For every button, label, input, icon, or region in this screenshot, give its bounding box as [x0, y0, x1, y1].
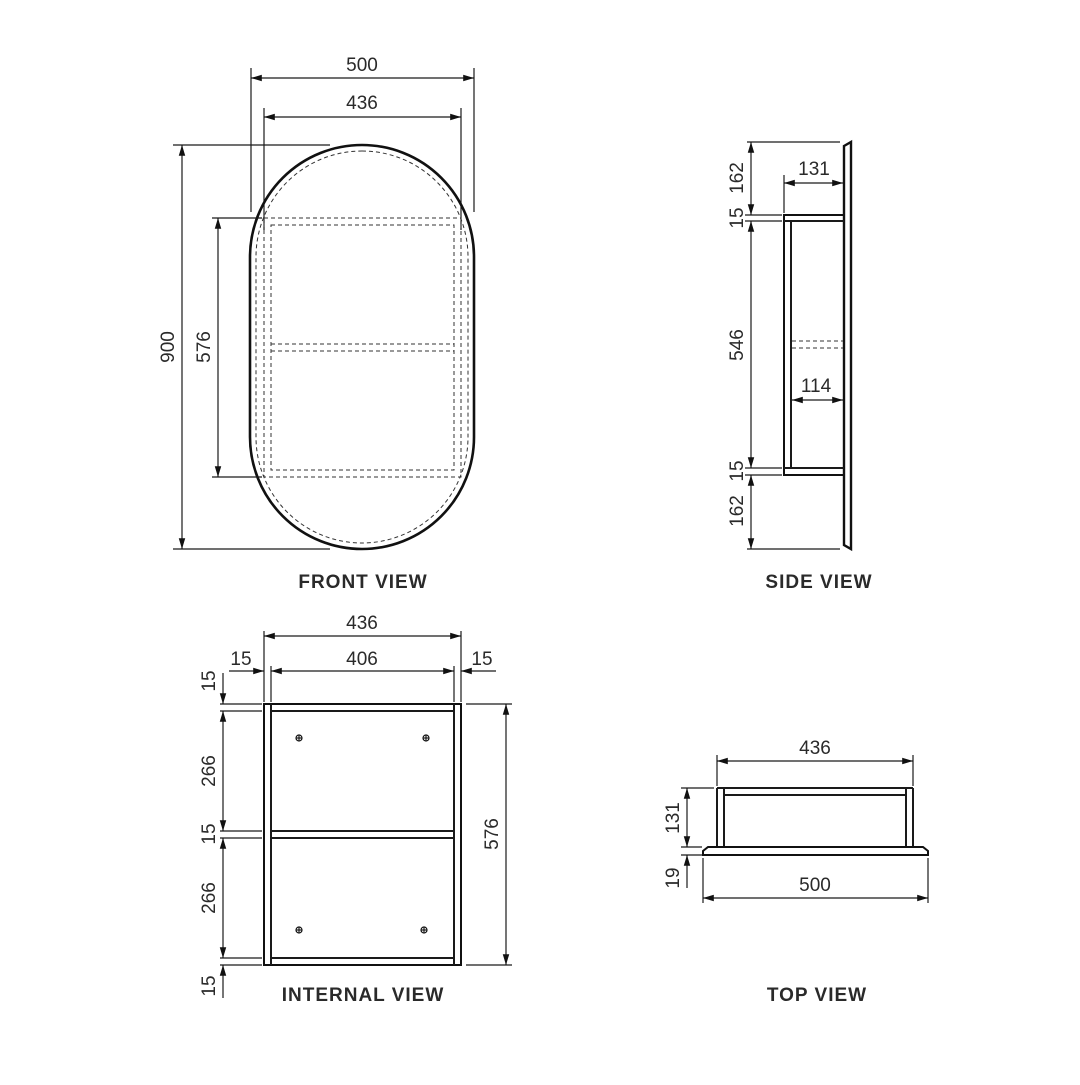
side-view: 162 15 546 15 162 131 114 SIDE VIEW [727, 139, 872, 593]
top-mirror-width: 500 [799, 875, 831, 896]
side-top-offset: 162 [727, 162, 748, 194]
side-top-panel: 15 [727, 207, 748, 228]
shelf-pin-holes [295, 734, 430, 934]
mirror-outline [248, 143, 476, 551]
front-view: 500 436 900 576 FRONT VIEW [158, 55, 476, 593]
front-overall-height: 900 [158, 331, 179, 363]
internal-right-panel: 15 [471, 649, 492, 670]
front-cabinet-width: 436 [346, 93, 378, 114]
internal-view-title: INTERNAL VIEW [282, 985, 445, 1006]
side-bottom-offset: 162 [727, 495, 748, 527]
internal-lower-space: 266 [199, 882, 220, 914]
top-cabinet-width: 436 [799, 738, 831, 759]
internal-outer-width: 436 [346, 613, 378, 634]
front-overall-width: 500 [346, 55, 378, 76]
top-view-title: TOP VIEW [767, 985, 867, 1006]
internal-upper-space: 266 [199, 755, 220, 787]
side-bottom-panel: 15 [727, 460, 748, 481]
side-view-title: SIDE VIEW [765, 572, 872, 593]
side-internal-depth: 114 [801, 376, 832, 397]
internal-left-panel: 15 [230, 649, 251, 670]
internal-inner-width: 406 [346, 649, 378, 670]
top-cabinet-depth: 131 [663, 802, 684, 834]
internal-top-panel: 15 [199, 670, 220, 691]
front-view-title: FRONT VIEW [298, 572, 427, 593]
internal-shelf: 15 [199, 823, 220, 844]
top-mirror-depth: 19 [663, 867, 684, 888]
front-cabinet-height: 576 [194, 331, 215, 363]
internal-overall-height: 576 [482, 818, 503, 850]
side-depth: 131 [798, 159, 830, 180]
top-view: 436 500 131 19 TOP VIEW [663, 738, 929, 1006]
internal-bottom-panel: 15 [199, 975, 220, 996]
internal-view: 436 406 15 15 15 266 15 266 15 576 INTER… [199, 613, 512, 1006]
side-internal-height: 546 [727, 329, 748, 361]
